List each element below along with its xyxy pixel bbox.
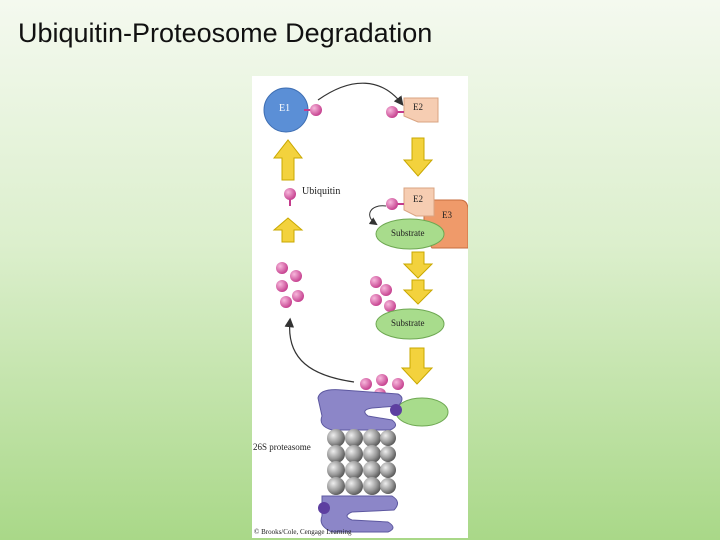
substrate-bottom-label: Substrate — [391, 318, 425, 328]
transfer-arrow-e1-e2 — [317, 82, 404, 106]
substrate-bottom — [375, 308, 445, 340]
e2-top-label: E2 — [413, 102, 423, 112]
proteasome-cap-top — [317, 389, 403, 431]
down-arrow-2 — [402, 251, 434, 279]
ubiquitin-chain-growing — [370, 276, 396, 312]
e2-mid-label: E2 — [413, 194, 423, 204]
proteasome-label: 26S proteasome — [253, 442, 311, 452]
down-arrow-1 — [402, 137, 434, 177]
e3-label: E3 — [442, 210, 452, 220]
ubiquitin-on-e2-top — [386, 106, 398, 118]
slide-title: Ubiquitin-Proteosome Degradation — [18, 18, 433, 48]
e1-label: E1 — [279, 103, 291, 114]
recycle-arrow — [284, 317, 355, 383]
substrate-top-label: Substrate — [391, 228, 425, 238]
up-arrow-2 — [272, 217, 304, 243]
released-ubiquitin-chain — [276, 262, 304, 308]
ubiquitin-label: Ubiquitin — [302, 186, 341, 197]
proteasome-cap-bottom — [320, 495, 398, 533]
ubiquitin-on-e2-mid — [386, 198, 398, 210]
down-arrow-3 — [402, 279, 434, 305]
up-arrow-1 — [272, 139, 304, 181]
substrate-top — [375, 218, 445, 250]
ubiquitin-pathway-figure: E1 E2 E2 E3 Ubiquitin Substrate Substrat… — [252, 76, 468, 538]
ubiquitin-free — [284, 188, 296, 200]
e2-enzyme-mid — [403, 187, 435, 217]
pathway-diagram — [263, 82, 468, 533]
image-credit: © Brooks/Cole, Cengage Learning — [254, 528, 352, 536]
substrate-entering — [395, 397, 449, 427]
proteasome-core — [327, 429, 396, 495]
ubiquitin-on-e1 — [310, 104, 322, 116]
down-arrow-4 — [400, 347, 434, 385]
